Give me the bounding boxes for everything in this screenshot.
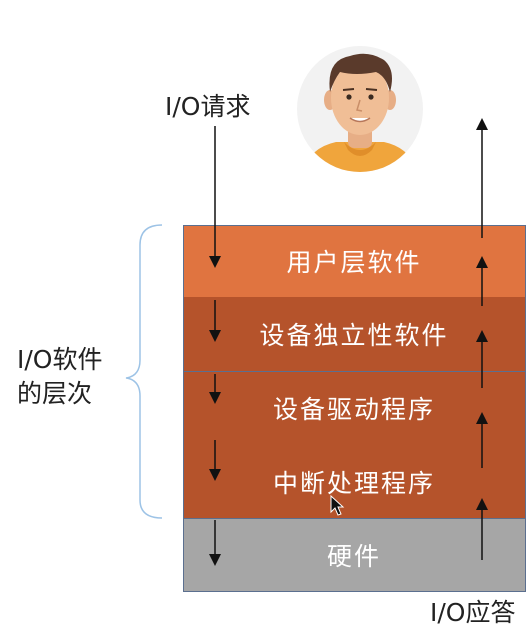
software-levels-line1: I/O软件 — [17, 345, 103, 374]
software-levels-label: I/O软件 的层次 — [17, 343, 102, 411]
layer-device-independent-software: 设备独立性软件 — [183, 297, 525, 371]
layer-device-driver-label: 设备驱动程序 — [272, 395, 435, 424]
software-levels-line2: 的层次 — [17, 379, 93, 408]
user-face-icon — [297, 46, 423, 172]
layer-user-software-label: 用户层软件 — [286, 248, 422, 277]
mouse-pointer-icon — [330, 494, 345, 516]
layer-interrupt-handler: 中断处理程序 — [183, 445, 525, 518]
layer-device-independent-software-label: 设备独立性软件 — [259, 321, 449, 350]
layer-hardware-label: 硬件 — [326, 542, 381, 571]
layer-interrupt-handler-label: 中断处理程序 — [272, 468, 435, 498]
io-request-label: I/O请求 — [165, 92, 251, 121]
layer-device-driver: 设备驱动程序 — [183, 371, 525, 445]
layer-user-software: 用户层软件 — [183, 225, 525, 297]
layer-hardware: 硬件 — [183, 518, 525, 592]
io-response-label: I/O应答 — [430, 598, 516, 627]
curly-brace — [125, 224, 163, 519]
stack-border — [183, 225, 526, 592]
